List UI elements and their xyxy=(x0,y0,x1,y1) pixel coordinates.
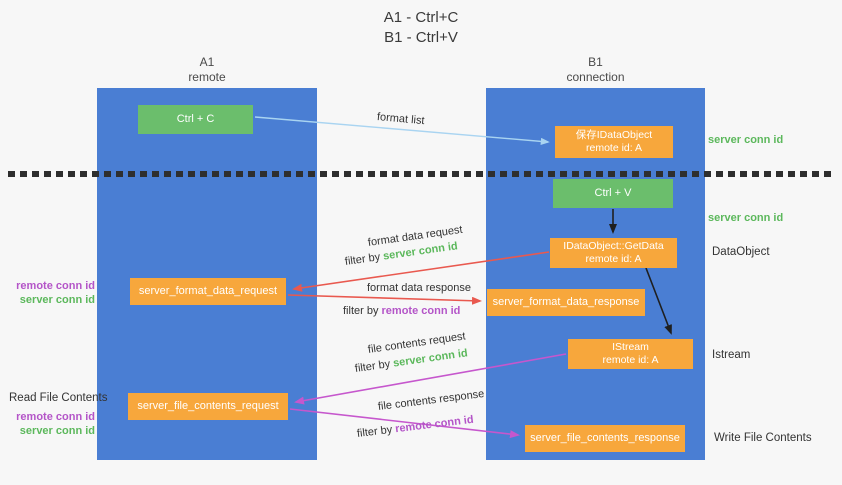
node-istream-line1: IStream xyxy=(612,341,649,353)
node-server-format-data-response: server_format_data_response xyxy=(487,289,645,316)
node-getdata-line2: remote id: A xyxy=(585,253,642,265)
edge-label-file-contents-response: file contents response xyxy=(377,388,485,413)
left-column-header: A1 remote xyxy=(97,55,317,85)
filter-remote-conn-id-2: remote conn id xyxy=(394,413,475,436)
diagram-title: A1 - Ctrl+C B1 - Ctrl+V xyxy=(0,8,842,48)
node-ctrl-v-label: Ctrl + V xyxy=(594,187,632,199)
right-column-header: B1 connection xyxy=(486,55,705,85)
filter-by-text-4: filter by xyxy=(356,423,393,440)
node-ctrl-c: Ctrl + C xyxy=(138,105,253,134)
title-line-2: B1 - Ctrl+V xyxy=(384,29,458,46)
left-column-role: remote xyxy=(188,70,226,84)
title-line-1: A1 - Ctrl+C xyxy=(383,9,459,26)
conn-id-pair-file: remote conn id server conn id xyxy=(0,410,95,438)
node-getdata-line1: IDataObject::GetData xyxy=(563,240,664,252)
left-column-id: A1 xyxy=(199,55,215,69)
node-format-request-label: server_format_data_request xyxy=(138,285,278,297)
node-istream-line2: remote id: A xyxy=(602,354,659,366)
label-istream: Istream xyxy=(712,349,751,361)
node-server-file-contents-response: server_file_contents_response xyxy=(525,425,685,452)
node-format-response-label: server_format_data_response xyxy=(492,296,640,308)
filter-by-text-1: filter by xyxy=(344,251,381,268)
label-server-conn-id-2: server conn id xyxy=(19,425,95,437)
node-file-response-label: server_file_contents_response xyxy=(530,432,680,444)
label-read-file-contents: Read File Contents xyxy=(9,392,108,404)
node-server-format-data-request: server_format_data_request xyxy=(130,278,286,305)
label-write-file-contents: Write File Contents xyxy=(714,432,812,444)
label-server-conn-id-1: server conn id xyxy=(19,294,95,306)
edge-label-filter-format-response: filter by remote conn id xyxy=(343,305,460,317)
edge-label-format-list: format list xyxy=(376,111,426,128)
label-dataobject: DataObject xyxy=(712,246,770,258)
label-server-conn-id-mid: server conn id xyxy=(708,212,784,224)
conn-id-pair-format: remote conn id server conn id xyxy=(0,279,95,307)
node-save-idataobject-line2: remote id: A xyxy=(585,142,643,154)
node-istream: IStream remote id: A xyxy=(568,339,693,369)
right-column-id: B1 xyxy=(588,55,603,69)
filter-by-text-2: filter by xyxy=(343,305,379,317)
right-column-role: connection xyxy=(566,70,625,84)
phase-separator-line xyxy=(8,171,836,177)
edge-label-filter-file-response: filter by remote conn id xyxy=(356,414,474,440)
filter-remote-conn-id-1: remote conn id xyxy=(381,305,461,317)
filter-by-text-3: filter by xyxy=(354,358,391,375)
node-ctrl-v: Ctrl + V xyxy=(553,179,673,208)
label-server-conn-id-top: server conn id xyxy=(708,134,784,146)
node-ctrl-c-label: Ctrl + C xyxy=(176,113,215,125)
node-idataobject-getdata: IDataObject::GetData remote id: A xyxy=(550,238,677,268)
label-remote-conn-id-2: remote conn id xyxy=(16,411,95,423)
node-server-file-contents-request: server_file_contents_request xyxy=(128,393,288,420)
node-file-request-label: server_file_contents_request xyxy=(137,400,279,412)
edge-label-format-data-response: format data response xyxy=(367,282,471,294)
node-save-idataobject-line1: 保存IDataObject xyxy=(575,129,653,141)
node-save-idataobject: 保存IDataObject remote id: A xyxy=(555,126,673,158)
label-remote-conn-id-1: remote conn id xyxy=(16,280,95,292)
